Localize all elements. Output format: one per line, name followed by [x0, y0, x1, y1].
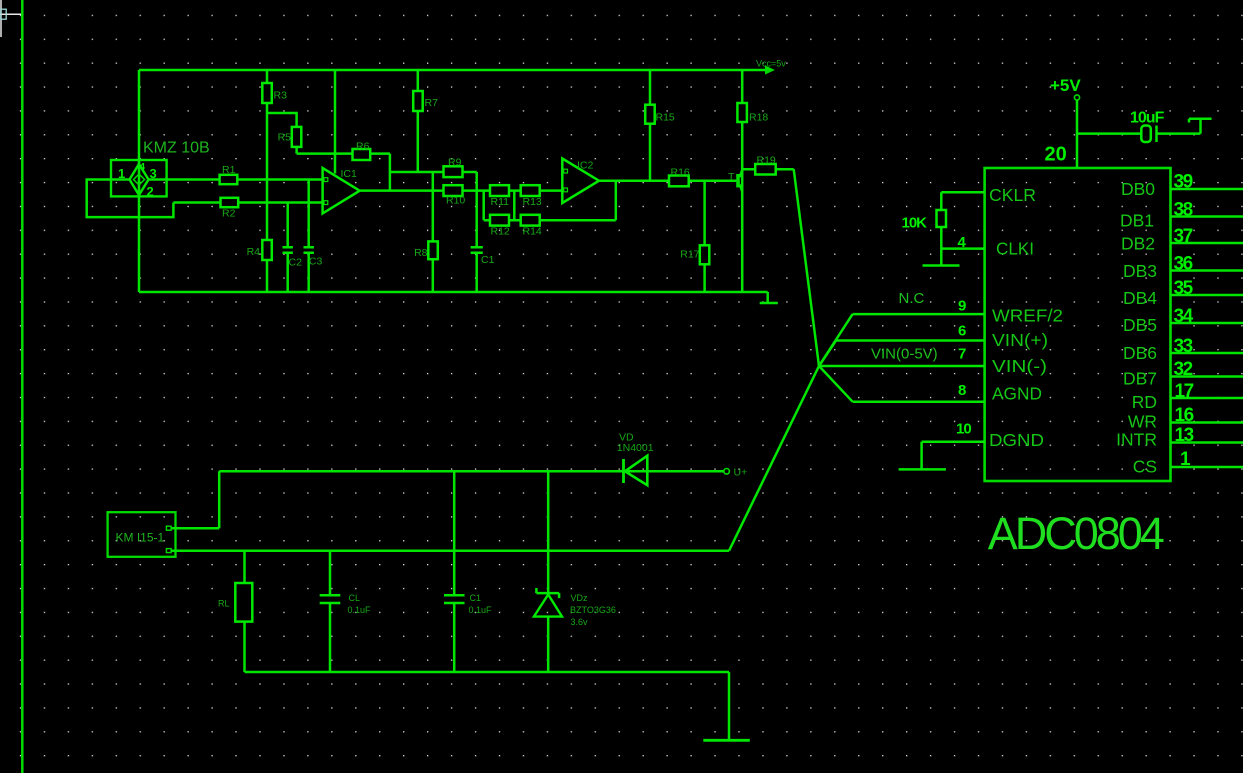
svg-text:6: 6: [958, 323, 966, 340]
svg-text:RD: RD: [1132, 392, 1157, 412]
svg-text:ADC0804: ADC0804: [988, 508, 1164, 559]
svg-text:13: 13: [1175, 425, 1194, 446]
svg-text:R7: R7: [425, 97, 439, 109]
svg-text:R10: R10: [446, 195, 465, 207]
svg-text:DB7: DB7: [1123, 369, 1157, 389]
svg-text:37: 37: [1174, 226, 1193, 247]
svg-text:R8: R8: [414, 247, 428, 259]
svg-text:35: 35: [1174, 278, 1194, 299]
svg-text:KMZ 10B: KMZ 10B: [143, 140, 210, 157]
svg-text:DB3: DB3: [1123, 261, 1157, 281]
svg-text:VIN(0-5V): VIN(0-5V): [871, 346, 938, 363]
svg-text:DB1: DB1: [1120, 211, 1154, 231]
svg-text:R5: R5: [278, 132, 292, 144]
svg-text:R2: R2: [222, 208, 236, 220]
svg-text:VIN(-): VIN(-): [992, 356, 1047, 376]
svg-text:9: 9: [958, 298, 966, 315]
svg-text:R17: R17: [680, 249, 699, 261]
svg-text:3: 3: [150, 166, 157, 181]
svg-text:32: 32: [1174, 359, 1193, 380]
svg-text:VDz: VDz: [571, 593, 589, 603]
svg-text:C2: C2: [289, 257, 303, 269]
svg-text:C3: C3: [309, 256, 323, 268]
svg-text:C1: C1: [470, 593, 482, 603]
svg-text:WREF/2: WREF/2: [992, 306, 1063, 326]
svg-text:N.C: N.C: [899, 290, 925, 307]
svg-text:RL: RL: [218, 599, 230, 609]
svg-text:R18: R18: [749, 112, 768, 124]
svg-text:R9: R9: [448, 157, 462, 169]
svg-text:3.6v: 3.6v: [571, 617, 589, 627]
svg-text:4: 4: [140, 162, 146, 173]
svg-text:R13: R13: [523, 196, 542, 208]
svg-text:R16: R16: [671, 167, 690, 179]
svg-text:CL: CL: [349, 593, 361, 603]
svg-text:R12: R12: [491, 226, 510, 238]
svg-text:R6: R6: [356, 141, 370, 153]
svg-text:R15: R15: [656, 112, 675, 124]
svg-text:T: T: [728, 171, 735, 183]
svg-text:IC2: IC2: [577, 160, 594, 172]
svg-text:U+: U+: [734, 467, 748, 479]
svg-text:36: 36: [1174, 254, 1193, 275]
svg-text:CLKI: CLKI: [996, 239, 1034, 259]
svg-text:4: 4: [958, 234, 967, 251]
svg-text:R19: R19: [757, 155, 776, 167]
svg-text:10: 10: [956, 421, 971, 438]
svg-text:39: 39: [1174, 172, 1193, 193]
svg-text:CKLR: CKLR: [989, 185, 1036, 205]
svg-text:20: 20: [1045, 144, 1067, 166]
svg-text:KM I15-1: KM I15-1: [116, 531, 165, 545]
svg-text:0.1uF: 0.1uF: [348, 605, 372, 615]
svg-text:1N4001: 1N4001: [617, 442, 654, 454]
svg-text:IC1: IC1: [341, 168, 358, 180]
svg-text:R14: R14: [523, 226, 542, 238]
svg-text:DB2: DB2: [1121, 234, 1155, 254]
svg-text:VD: VD: [619, 432, 634, 444]
svg-text:CS: CS: [1133, 457, 1157, 477]
svg-text:R4: R4: [247, 246, 261, 258]
svg-text:DB6: DB6: [1123, 343, 1157, 363]
svg-text:R3: R3: [274, 90, 288, 102]
svg-text:R1: R1: [222, 164, 236, 176]
svg-text:2: 2: [147, 184, 154, 199]
svg-text:Vcc=5v: Vcc=5v: [756, 59, 786, 69]
svg-text:R11: R11: [491, 196, 510, 208]
svg-text:DB4: DB4: [1123, 288, 1157, 308]
svg-text:34: 34: [1174, 306, 1194, 327]
svg-text:0.1uF: 0.1uF: [469, 605, 493, 615]
svg-text:16: 16: [1175, 405, 1194, 426]
svg-text:8: 8: [958, 382, 966, 399]
svg-text:17: 17: [1175, 381, 1194, 402]
svg-text:C1: C1: [481, 254, 495, 266]
svg-text:38: 38: [1174, 200, 1193, 221]
svg-text:DB5: DB5: [1123, 315, 1157, 335]
svg-text:10K: 10K: [902, 215, 928, 232]
svg-text:+5V: +5V: [1050, 76, 1081, 95]
svg-text:10uF: 10uF: [1130, 110, 1165, 127]
svg-text:33: 33: [1174, 336, 1193, 357]
svg-text:AGND: AGND: [992, 384, 1042, 404]
svg-text:WR: WR: [1128, 412, 1157, 432]
svg-text:DB0: DB0: [1121, 179, 1155, 199]
svg-text:INTR: INTR: [1116, 430, 1157, 450]
svg-text:VIN(+): VIN(+): [992, 330, 1048, 350]
svg-text:DGND: DGND: [989, 430, 1044, 450]
svg-text:1: 1: [118, 166, 125, 181]
svg-text:7: 7: [958, 346, 966, 363]
svg-text:BZTO3G36: BZTO3G36: [570, 605, 616, 615]
